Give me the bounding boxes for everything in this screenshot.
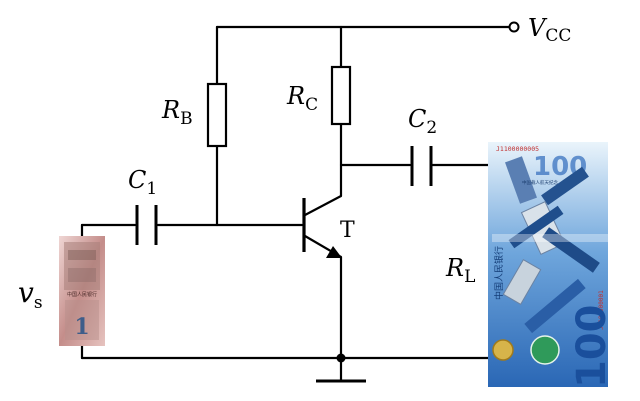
transistor-label: T xyxy=(340,218,355,243)
load-banknote: 100 J1100000005 中国人民银行 J1100000001 中国载人航… xyxy=(488,142,615,388)
c2-label: C2 xyxy=(408,105,437,138)
load-banknote-caption: 中国载人航天纪念 xyxy=(522,179,558,186)
load-banknote-serial: J1100000005 xyxy=(496,145,539,153)
transistor-collector-lead xyxy=(304,195,342,216)
capacitor-c2 xyxy=(410,146,433,186)
resistor-rb xyxy=(206,82,228,148)
c1-label: C1 xyxy=(128,166,157,199)
vcc-terminal xyxy=(508,21,520,33)
load-banknote-issuer: 中国人民银行 xyxy=(493,246,505,300)
ground-junction-dot xyxy=(336,353,346,363)
vcc-label: VCC xyxy=(528,14,571,46)
spacecraft-illustration xyxy=(492,156,608,334)
rl-label: RL xyxy=(445,254,475,287)
emitter-arrow xyxy=(326,246,342,258)
wires xyxy=(80,25,512,383)
load-banknote-denomination-bottom: 100 xyxy=(569,305,615,389)
source-banknote: 中国人民银行 1 xyxy=(59,236,105,346)
vs-label: vs xyxy=(18,276,43,313)
load-banknote-globe xyxy=(530,335,560,365)
rb-label: RB xyxy=(161,96,193,129)
transistor-t xyxy=(302,195,342,258)
source-banknote-denomination: 1 xyxy=(74,314,89,340)
rc-label: RC xyxy=(286,82,318,115)
load-banknote-emblem xyxy=(492,339,514,361)
resistor-rc xyxy=(330,65,352,126)
load-banknote-serial-vertical: J1100000001 xyxy=(598,290,605,330)
capacitor-c1 xyxy=(135,205,158,245)
source-banknote-issuer: 中国人民银行 xyxy=(67,291,97,298)
